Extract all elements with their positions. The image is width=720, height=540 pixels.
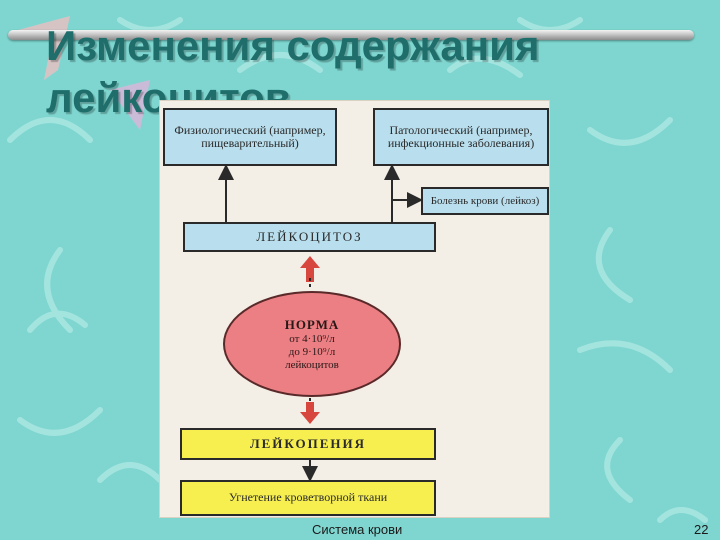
pathological-label: Патологический (например, инфекционные з…	[387, 122, 535, 150]
norm-circle: НОРМА от 4·10⁹/л до 9·10⁹/л лейкоцитов	[223, 291, 401, 397]
norm-line-2: до 9·10⁹/л	[288, 345, 336, 358]
arrow-down-red	[300, 398, 320, 424]
footer-text: Система крови	[312, 522, 403, 537]
blood-disease-box: Болезнь крови (лейкоз)	[421, 187, 549, 215]
norm-line-3: лейкоцитов	[285, 358, 339, 371]
page-number: 22	[694, 522, 709, 537]
norm-title: НОРМА	[284, 316, 340, 332]
physiological-label: Физиологический (например, пищеварительн…	[174, 122, 326, 150]
pathological-box: Патологический (например, инфекционные з…	[373, 108, 549, 166]
norm-line-1: от 4·10⁹/л	[289, 332, 335, 345]
leukocytosis-label: ЛЕЙКОЦИТОЗ	[256, 228, 363, 244]
leukocytosis-box: ЛЕЙКОЦИТОЗ	[183, 222, 436, 252]
leukopenia-box: ЛЕЙКОПЕНИЯ	[180, 428, 436, 460]
title-underline-bar	[8, 30, 694, 40]
leukopenia-label: ЛЕЙКОПЕНИЯ	[249, 435, 367, 451]
arrow-up-red	[300, 256, 320, 290]
physiological-box: Физиологический (например, пищеварительн…	[163, 108, 337, 166]
suppression-label: Угнетение кроветворной ткани	[228, 490, 388, 505]
blood-disease-label: Болезнь крови (лейкоз)	[430, 194, 540, 207]
